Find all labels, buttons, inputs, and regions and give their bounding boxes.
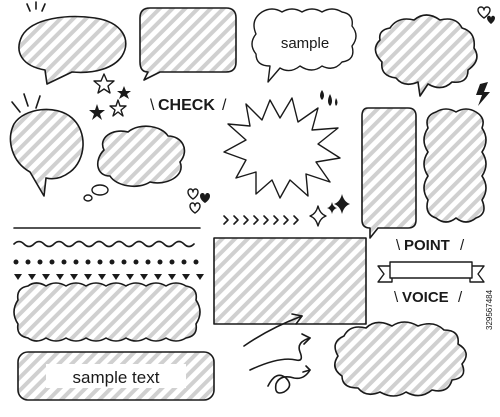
cloud-wide-bubble [334, 321, 467, 397]
tall-rounded-bubble [361, 107, 417, 239]
arrow-icon [267, 365, 311, 394]
point-slash-right: / [460, 237, 465, 254]
striped-rectangle [213, 237, 367, 325]
heart-icon [477, 6, 495, 24]
lightning-icon [476, 82, 490, 106]
rounded-speech-bubble [139, 7, 237, 81]
sparkle-lines-icon [11, 93, 41, 113]
check-slash-left: \ [150, 97, 155, 114]
arrow-icon [249, 333, 311, 371]
sample-label: sample [281, 35, 329, 52]
point-label: POINT [404, 237, 450, 254]
chevron-row [223, 215, 299, 225]
thought-dot-large [91, 184, 109, 196]
wave-divider [13, 240, 195, 248]
sparkle-lines-icon [26, 1, 46, 12]
sample-text-label: sample text [73, 368, 160, 387]
thought-dot-small [83, 194, 93, 202]
star-icon [89, 73, 131, 120]
dot-divider [13, 259, 199, 265]
cloud-bubble [374, 14, 478, 97]
explosion-bubble [223, 97, 341, 199]
voice-label: VOICE [402, 289, 449, 306]
cloud-thought-bubble [97, 125, 186, 188]
scalloped-sample-bubble [251, 8, 357, 83]
voice-slash-right: / [458, 289, 463, 306]
sample-text-backdrop [46, 364, 186, 388]
voice-slash-left: \ [394, 289, 399, 306]
scalloped-vertical-bubble [423, 108, 487, 223]
point-slash-left: \ [396, 237, 401, 254]
watermark-id: 329567484 [485, 289, 494, 330]
round-speech-bubble [9, 108, 84, 197]
check-slash-right: / [222, 97, 227, 114]
diamond-sparkle-icon [309, 194, 350, 227]
ribbon-banner-icon [377, 261, 485, 283]
heart-icon [187, 188, 210, 214]
check-label: CHECK [158, 97, 215, 114]
oval-speech-bubble [18, 15, 127, 85]
triangle-divider [14, 274, 204, 280]
droplet-icon [320, 90, 338, 106]
scalloped-wide-bubble [13, 282, 201, 342]
arrow-icon [243, 313, 303, 347]
